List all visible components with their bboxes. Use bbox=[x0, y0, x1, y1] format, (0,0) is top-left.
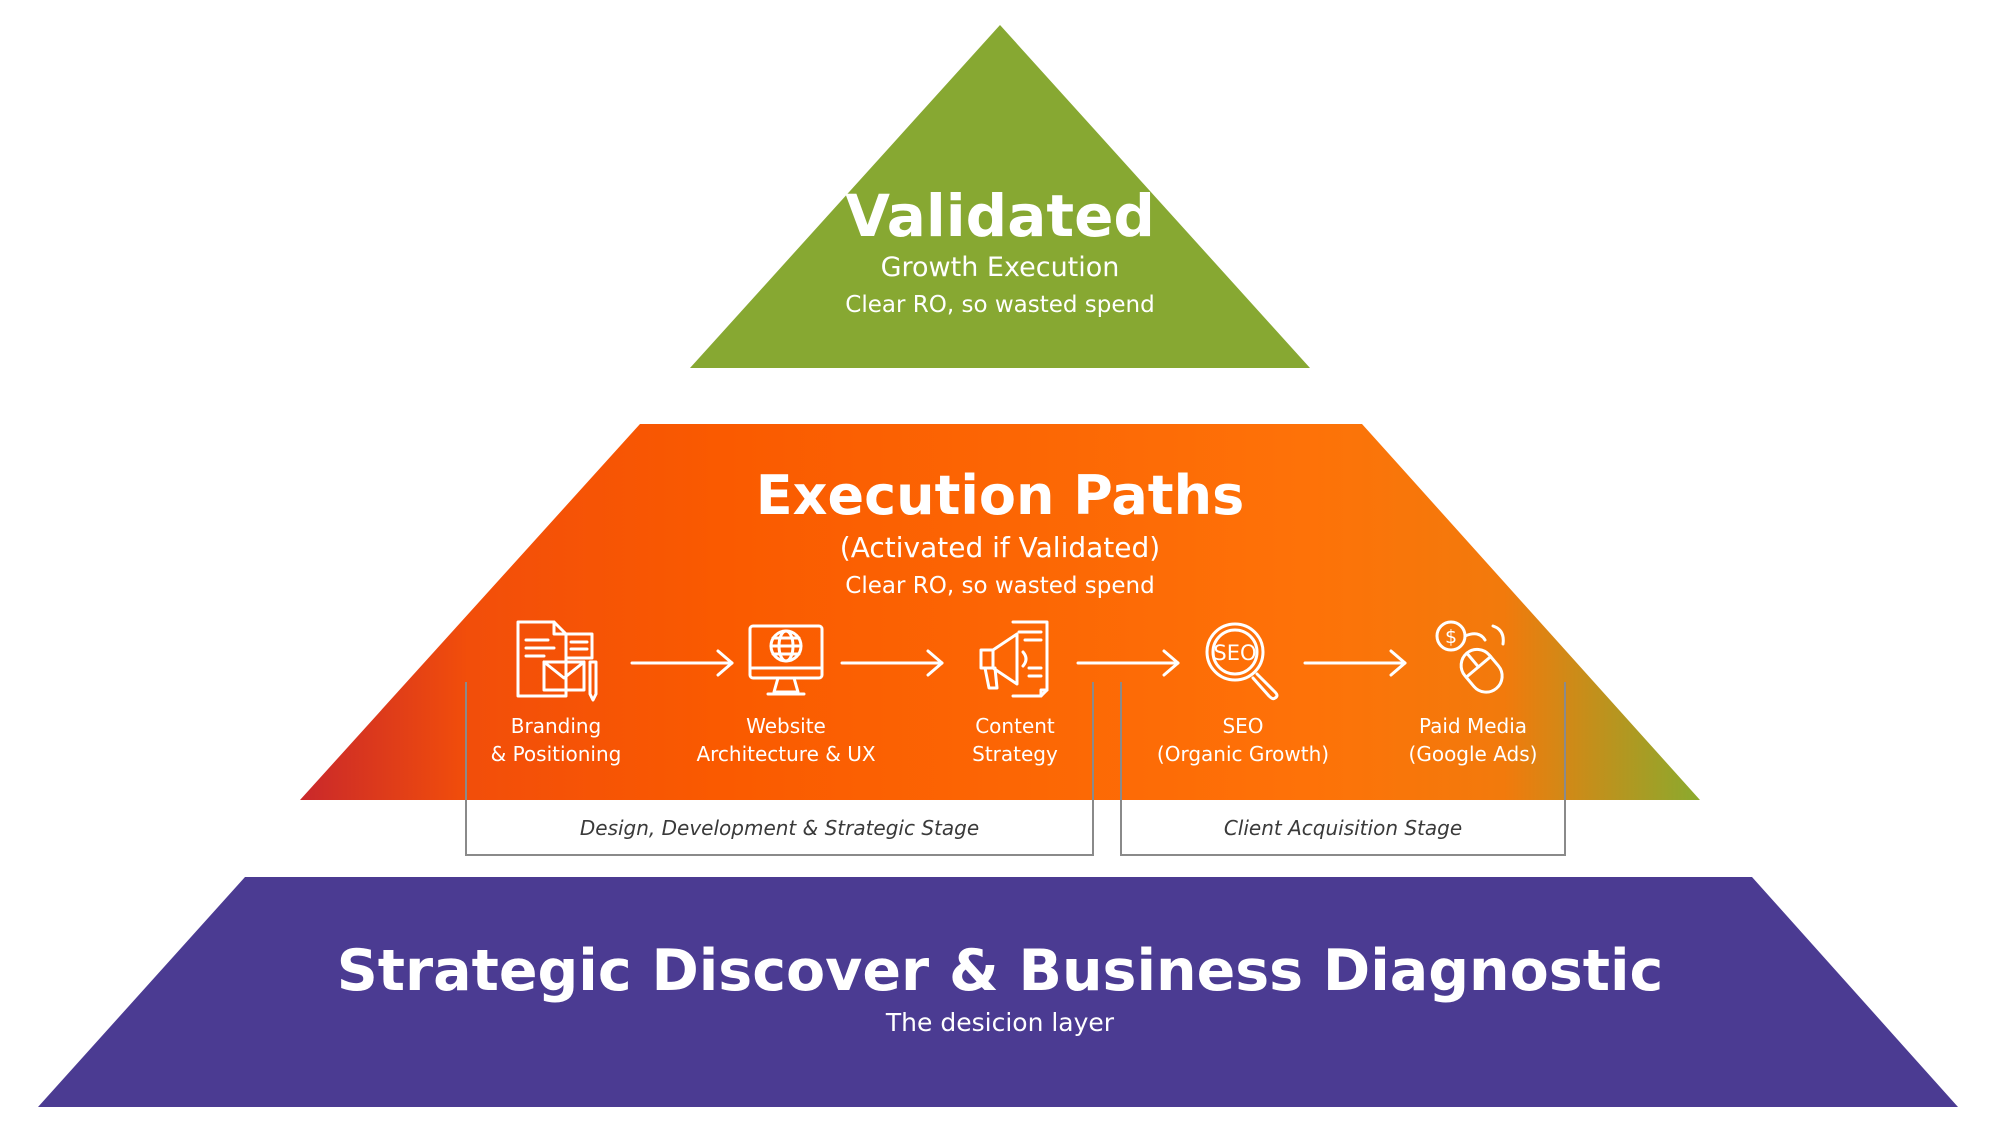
arrow-3-icon bbox=[1076, 649, 1180, 677]
arrow-1-icon bbox=[630, 649, 734, 677]
megaphone-icon bbox=[979, 620, 1049, 698]
arrow-2-icon bbox=[840, 649, 944, 677]
step-label-content: Content Strategy bbox=[972, 714, 1058, 766]
svg-text:SEO: SEO bbox=[1213, 641, 1256, 665]
step-seo: SEO SEO (Organic Growth) bbox=[1118, 618, 1368, 768]
seo-magnifier-icon: SEO bbox=[1205, 622, 1279, 701]
bottom-trapezoid bbox=[38, 877, 1958, 1107]
svg-text:$: $ bbox=[1445, 626, 1457, 648]
top-note: Clear RO, so wasted spend bbox=[845, 292, 1155, 318]
bottom-subtitle: The desicion layer bbox=[885, 1008, 1115, 1037]
mouse-dollar-icon: $ bbox=[1435, 620, 1505, 694]
middle-title: Execution Paths bbox=[755, 464, 1245, 527]
step-label-branding: Branding & Positioning bbox=[490, 714, 622, 766]
middle-trapezoid bbox=[300, 424, 1700, 800]
step-label-seo: SEO (Organic Growth) bbox=[1156, 714, 1330, 766]
stage-bracket-acquisition bbox=[1120, 682, 1566, 856]
middle-note: Clear RO, so wasted spend bbox=[845, 573, 1155, 599]
step-content: Content Strategy bbox=[890, 618, 1140, 768]
middle-subtitle: (Activated if Validated) bbox=[839, 531, 1161, 564]
stage-label-design: Design, Development & Strategic Stage bbox=[579, 816, 980, 840]
top-triangle bbox=[690, 25, 1310, 368]
step-website: Website Architecture & UX bbox=[661, 618, 911, 768]
monitor-globe-icon bbox=[748, 624, 824, 696]
step-label-paid-media: Paid Media (Google Ads) bbox=[1408, 714, 1538, 766]
step-paid-media: $ Paid Media (Google Ads) bbox=[1348, 618, 1598, 768]
step-label-website: Website Architecture & UX bbox=[696, 714, 876, 766]
documents-mail-icon bbox=[516, 620, 598, 702]
step-branding: Branding & Positioning bbox=[431, 618, 681, 768]
top-subtitle: Growth Execution bbox=[880, 252, 1120, 283]
bottom-title: Strategic Discover & Business Diagnostic bbox=[336, 938, 1664, 1004]
top-title: Validated bbox=[845, 182, 1155, 250]
stage-bracket-design bbox=[465, 682, 1094, 856]
stage-label-acquisition: Client Acquisition Stage bbox=[1223, 816, 1463, 840]
arrow-4-icon bbox=[1303, 649, 1407, 677]
